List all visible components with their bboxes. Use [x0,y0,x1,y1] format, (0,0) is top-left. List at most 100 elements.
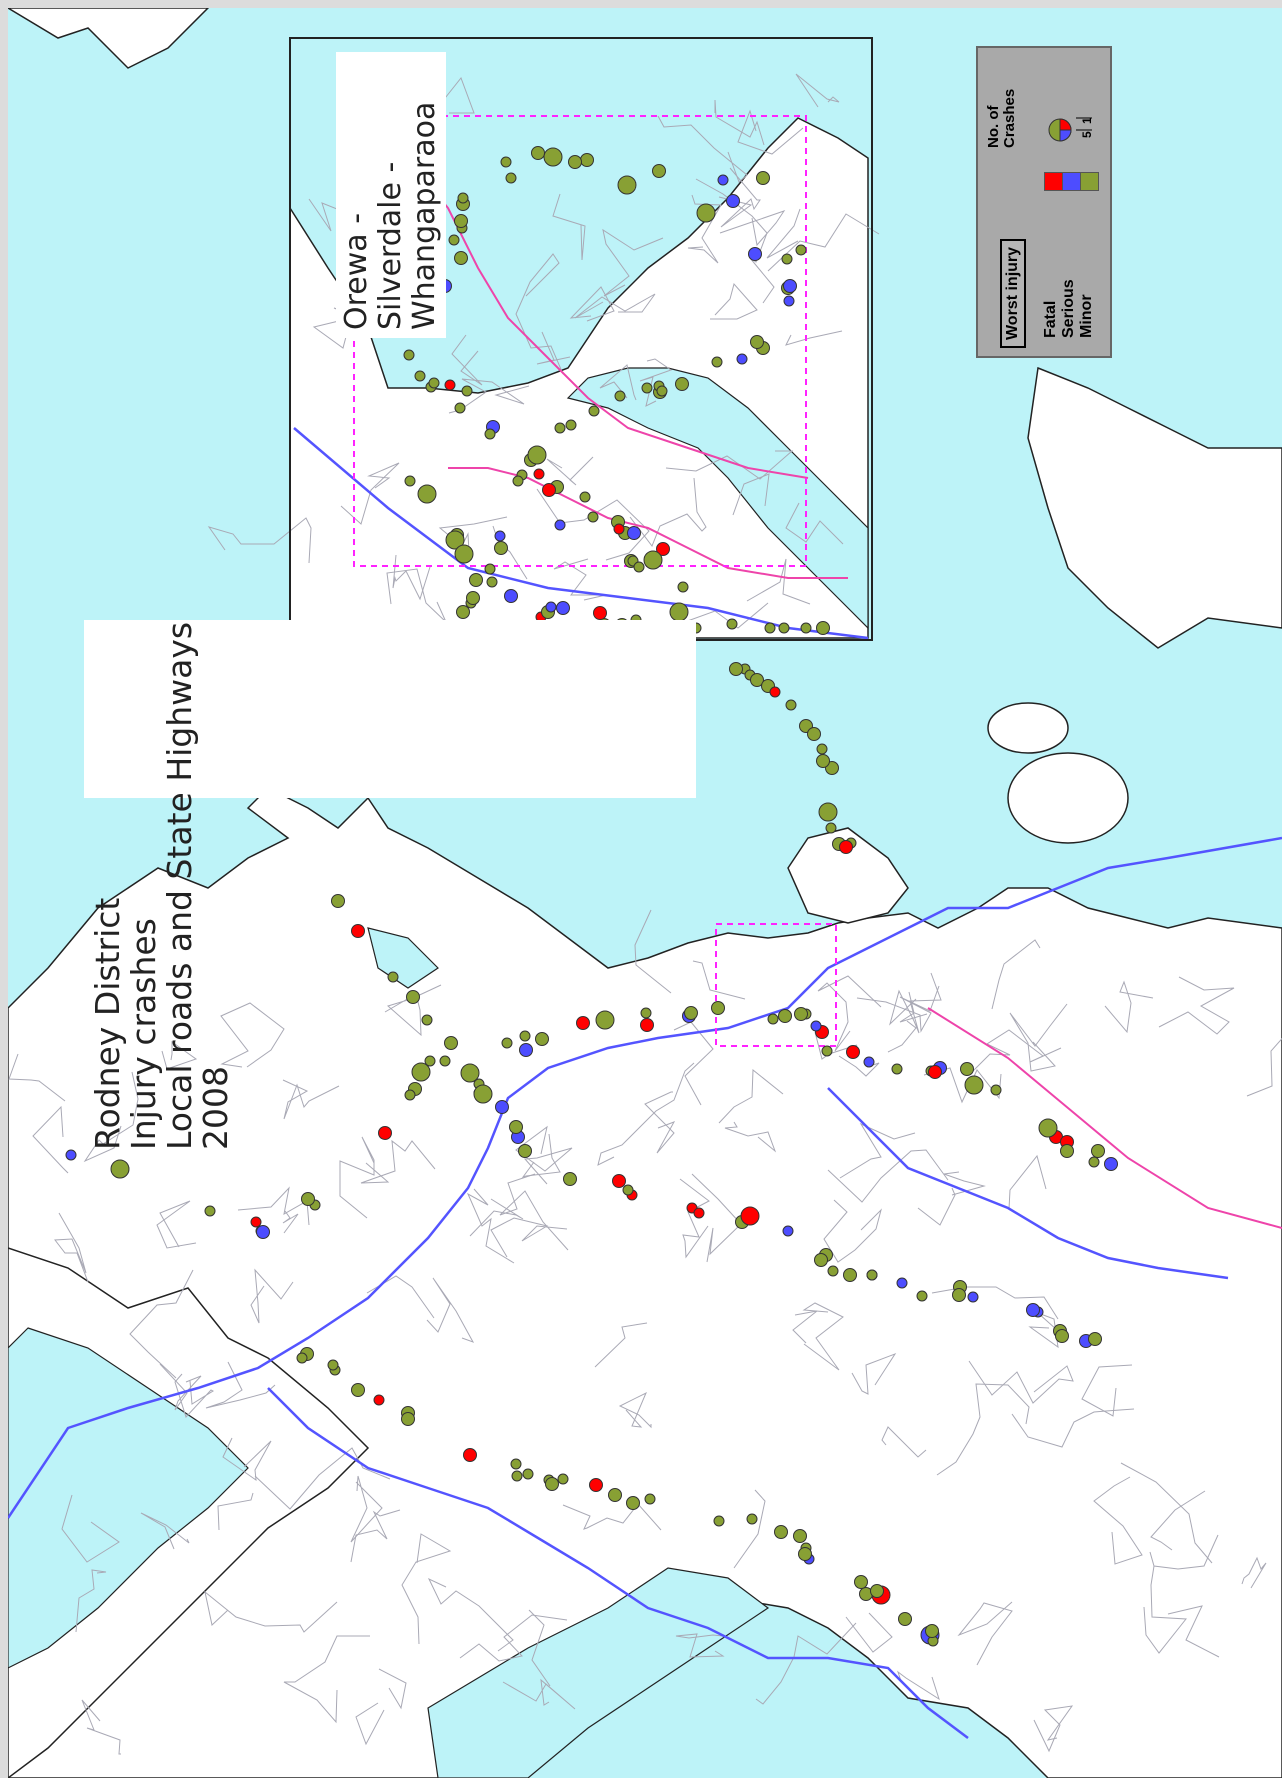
crash-marker[interactable] [484,428,496,440]
crash-marker[interactable] [960,1062,974,1076]
crash-marker[interactable] [501,1037,513,1049]
crash-marker[interactable] [587,511,599,523]
crash-marker[interactable] [579,491,591,503]
crash-marker[interactable] [463,1448,477,1462]
crash-marker[interactable] [563,1172,577,1186]
crash-marker[interactable] [595,1010,615,1030]
crash-marker[interactable] [494,541,508,555]
crash-marker[interactable] [543,147,563,167]
crash-marker[interactable] [406,990,420,1004]
crash-marker[interactable] [454,251,468,265]
crash-marker[interactable] [964,1075,984,1095]
crash-marker[interactable] [617,175,637,195]
crash-marker[interactable] [404,1089,416,1101]
crash-marker[interactable] [870,1584,884,1598]
crash-marker[interactable] [424,1055,436,1067]
crash-marker[interactable] [401,1412,415,1426]
crash-marker[interactable] [554,422,566,434]
crash-marker[interactable] [774,1525,788,1539]
crash-marker[interactable] [717,174,729,186]
crash-marker[interactable] [821,1045,833,1057]
crash-marker[interactable] [527,445,547,465]
crash-marker[interactable] [778,622,790,634]
crash-marker[interactable] [518,1144,532,1158]
crash-marker[interactable] [256,1225,270,1239]
crash-marker[interactable] [816,743,828,755]
crash-marker[interactable] [612,1174,626,1188]
crash-marker[interactable] [593,606,607,620]
crash-marker[interactable] [403,349,415,361]
crash-marker[interactable] [378,1126,392,1140]
crash-marker[interactable] [781,253,793,265]
crash-marker[interactable] [454,402,466,414]
crash-marker[interactable] [854,1575,868,1589]
crash-marker[interactable] [726,618,738,630]
crash-marker[interactable] [967,1291,979,1303]
crash-marker[interactable] [1055,1329,1069,1343]
crash-marker[interactable] [711,356,723,368]
crash-markers[interactable] [65,146,1118,1647]
crash-marker[interactable] [454,544,474,564]
crash-marker[interactable] [640,1018,654,1032]
crash-marker[interactable] [1038,1118,1058,1138]
crash-marker[interactable] [557,1473,569,1485]
crash-marker[interactable] [816,621,830,635]
crash-marker[interactable] [866,1269,878,1281]
crash-marker[interactable] [807,727,821,741]
crash-marker[interactable] [531,146,545,160]
crash-marker[interactable] [466,591,480,605]
crash-marker[interactable] [769,686,781,698]
crash-marker[interactable] [896,1277,908,1289]
crash-marker[interactable] [204,1205,216,1217]
crash-marker[interactable] [445,530,465,550]
crash-marker[interactable] [767,1013,779,1025]
crash-marker[interactable] [626,1496,640,1510]
crash-marker[interactable] [750,673,764,687]
crash-marker[interactable] [952,1288,966,1302]
crash-marker[interactable] [1104,1157,1118,1171]
crash-marker[interactable] [542,483,556,497]
crash-marker[interactable] [387,971,399,983]
crash-marker[interactable] [545,601,557,613]
crash-marker[interactable] [484,563,496,575]
crash-marker[interactable] [640,1007,652,1019]
crash-marker[interactable] [505,172,517,184]
crash-marker[interactable] [652,164,666,178]
crash-marker[interactable] [627,526,641,540]
crash-marker[interactable] [798,1547,812,1561]
crash-marker[interactable] [448,234,460,246]
crash-marker[interactable] [519,1030,531,1042]
crash-marker[interactable] [778,1009,792,1023]
crash-marker[interactable] [554,519,566,531]
crash-marker[interactable] [469,573,483,587]
crash-marker[interactable] [457,192,469,204]
crash-marker[interactable] [411,1062,431,1082]
crash-marker[interactable] [565,419,577,431]
crash-marker[interactable] [740,1206,760,1226]
crash-marker[interactable] [916,1290,928,1302]
crash-marker[interactable] [633,561,645,573]
crash-marker[interactable] [816,754,830,768]
crash-marker[interactable] [783,279,797,293]
crash-marker[interactable] [656,385,668,397]
map-canvas[interactable]: Rodney District Injury crashes Local roa… [8,8,1282,1778]
crash-marker[interactable] [504,589,518,603]
crash-marker[interactable] [783,295,795,307]
crash-marker[interactable] [576,1016,590,1030]
crash-marker[interactable] [589,1478,603,1492]
crash-marker[interactable] [839,840,853,854]
crash-marker[interactable] [414,370,426,382]
crash-marker[interactable] [439,1055,451,1067]
crash-marker[interactable] [495,1100,509,1114]
crash-marker[interactable] [677,581,689,593]
crash-marker[interactable] [250,1216,262,1228]
crash-marker[interactable] [827,1265,839,1277]
crash-marker[interactable] [301,1192,315,1206]
crash-marker[interactable] [793,1529,807,1543]
crash-marker[interactable] [519,1043,533,1057]
crash-marker[interactable] [748,247,762,261]
crash-marker[interactable] [713,1515,725,1527]
crash-marker[interactable] [486,576,498,588]
crash-marker[interactable] [510,1458,522,1470]
crash-marker[interactable] [608,1488,622,1502]
